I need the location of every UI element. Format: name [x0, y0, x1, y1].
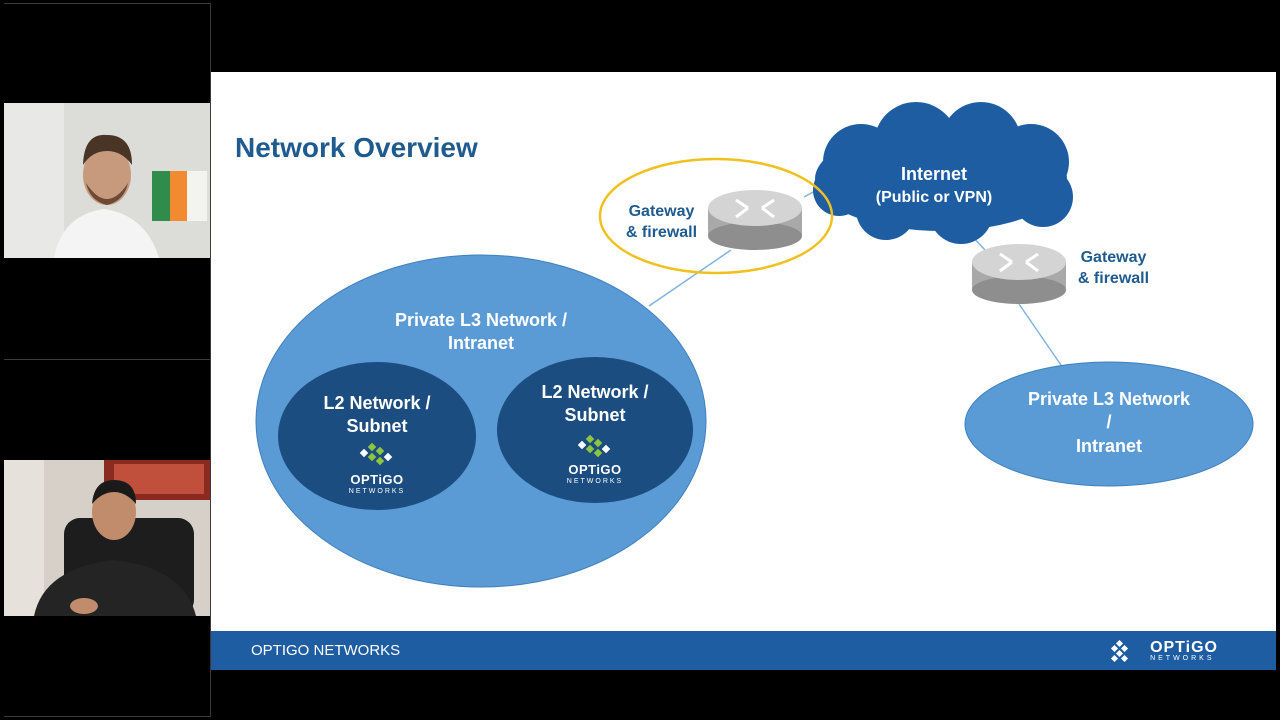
link-line [1018, 303, 1064, 369]
tile-divider [4, 3, 210, 4]
gateway-right-label-1: Gateway [1080, 249, 1147, 266]
private-right-label-3: Intranet [1075, 436, 1142, 456]
slide-title: Network Overview [235, 132, 478, 163]
tile-edge [210, 3, 211, 717]
footer-company: OPTIGO NETWORKS [251, 642, 401, 659]
tile-divider [4, 716, 210, 717]
logo-sub: NETWORKS [566, 478, 624, 485]
highlight-ring [598, 157, 834, 275]
logo-word: OPTiGO [350, 472, 404, 487]
tile-divider [4, 359, 210, 360]
subnet-b-label-2: Subnet [564, 405, 626, 425]
gateway-left-label-1: Gateway [628, 203, 695, 220]
subnet-b-logo-text: OPTiGO NETWORKS [545, 462, 645, 485]
optigo-logo-icon [359, 442, 393, 466]
gateway-right-label-2: & firewall [1077, 270, 1150, 287]
gateway-left-label-2: & firewall [625, 224, 698, 241]
logo-word: OPTiGO [568, 462, 622, 477]
subnet-b [497, 357, 693, 503]
person-video-icon [4, 103, 210, 258]
private-network-right [964, 361, 1254, 487]
participant-video-2[interactable] [4, 460, 210, 616]
subnet-a-label-1: L2 Network / [323, 393, 431, 413]
internet-sublabel: (Public or VPN) [875, 189, 993, 206]
participant-video-1[interactable] [4, 103, 210, 258]
private-right-label-1: Private L3 Network [1027, 389, 1191, 409]
footer-logo-sub: NETWORKS [1150, 655, 1215, 662]
subnet-a-logo-text: OPTiGO NETWORKS [327, 472, 427, 495]
footer-logo: OPTiGO NETWORKS [1150, 639, 1218, 662]
network-diagram [255, 102, 1254, 588]
footer-logo-word: OPTiGO [1150, 639, 1218, 656]
slide-footer: OPTIGO NETWORKS OPTiGO NETWORKS [211, 631, 1276, 670]
router-icon-left [708, 190, 802, 250]
logo-sub: NETWORKS [348, 488, 406, 495]
private-left-label-2: Intranet [447, 333, 514, 353]
optigo-logo-icon [577, 434, 611, 458]
internet-cloud [813, 102, 1073, 244]
private-left-label-1: Private L3 Network / [394, 310, 568, 330]
subnet-a [278, 362, 476, 510]
link-line [648, 249, 732, 307]
private-right-label-2: / [1106, 412, 1112, 432]
internet-label: Internet [900, 164, 967, 184]
router-icon-right [972, 244, 1066, 304]
optigo-logo-icon [1110, 640, 1129, 662]
presentation-slide: Network Overview [211, 72, 1276, 670]
person-video-icon [4, 460, 210, 616]
subnet-b-label-1: L2 Network / [541, 382, 649, 402]
subnet-a-label-2: Subnet [346, 416, 408, 436]
